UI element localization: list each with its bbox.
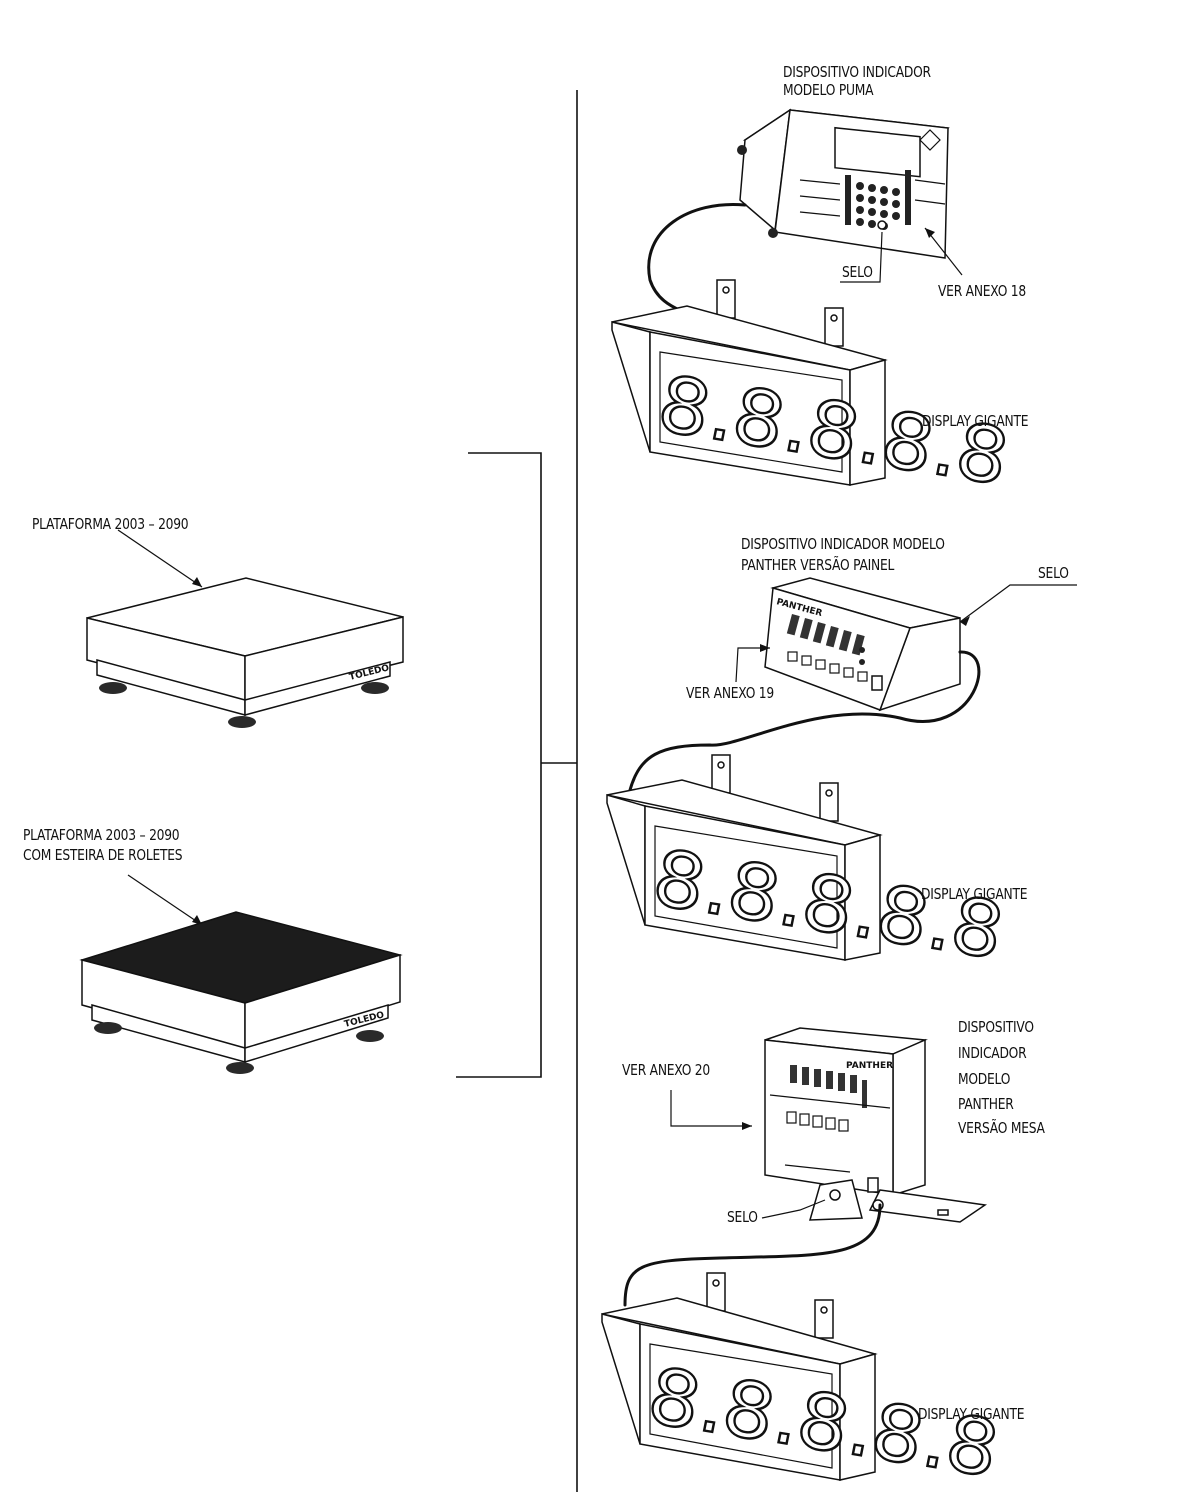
cable-2 — [628, 650, 981, 792]
cable-3 — [623, 1203, 882, 1307]
panther-desk-label-5: VERSÃO MESA — [958, 1119, 1045, 1137]
puma-annex-label: VER ANEXO 18 — [938, 282, 1026, 300]
panther-panel-indicator: PANTHER — [764, 577, 961, 712]
platform-2: TOLEDO — [79, 911, 403, 1074]
display-2-label: DISPLAY GIGANTE — [921, 885, 1028, 903]
panther-panel-annex-pointer — [735, 647, 770, 683]
panther-desk-label-2: INDICADOR — [958, 1044, 1027, 1062]
puma-indicator — [737, 108, 950, 259]
puma-seal-pointer — [840, 231, 883, 283]
panther-desk-annex-label: VER ANEXO 20 — [622, 1061, 710, 1079]
puma-title-label: DISPOSITIVO INDICADOR — [783, 63, 931, 81]
platform-bracket — [456, 452, 542, 1078]
platform-2-pointer — [127, 874, 203, 926]
panther-desk-label-3: MODELO — [958, 1070, 1011, 1088]
giant-display-1: 8.8.8.8.8 — [611, 279, 1008, 505]
platform-1: TOLEDO — [86, 577, 404, 728]
platform-1-pointer — [117, 529, 203, 588]
svg-text:PANTHER: PANTHER — [846, 1061, 893, 1071]
puma-model-label: MODELO PUMA — [783, 81, 874, 99]
display-3-label: DISPLAY GIGANTE — [918, 1405, 1025, 1423]
panther-panel-title-label: DISPOSITIVO INDICADOR MODELO — [741, 535, 945, 553]
puma-seal-label: SELO — [842, 263, 873, 281]
panther-desk-seal-pointer — [761, 1199, 826, 1219]
display-1-label: DISPLAY GIGANTE — [922, 412, 1029, 430]
panther-desk-indicator: PANTHER — [764, 1027, 988, 1223]
giant-display-3: 8.8.8.8.8 — [601, 1272, 998, 1497]
platform-2-label-line1: PLATAFORMA 2003 – 2090 — [23, 826, 180, 844]
giant-display-2: 8.8.8.8.8 — [606, 754, 1003, 979]
panther-desk-label-1: DISPOSITIVO — [958, 1018, 1034, 1036]
panther-desk-seal-label: SELO — [727, 1208, 758, 1226]
panther-desk-annex-pointer — [670, 1090, 752, 1127]
panther-panel-version-label: PANTHER VERSÃO PAINEL — [741, 556, 895, 574]
panther-panel-annex-label: VER ANEXO 19 — [686, 684, 774, 702]
platform-1-label: PLATAFORMA 2003 – 2090 — [32, 515, 189, 533]
panther-panel-seal-label: SELO — [1038, 564, 1069, 582]
panther-panel-seal-pointer — [959, 584, 1077, 623]
panther-desk-label-4: PANTHER — [958, 1095, 1014, 1113]
puma-annex-pointer — [924, 227, 963, 276]
platform-2-label-line2: COM ESTEIRA DE ROLETES — [23, 846, 183, 864]
